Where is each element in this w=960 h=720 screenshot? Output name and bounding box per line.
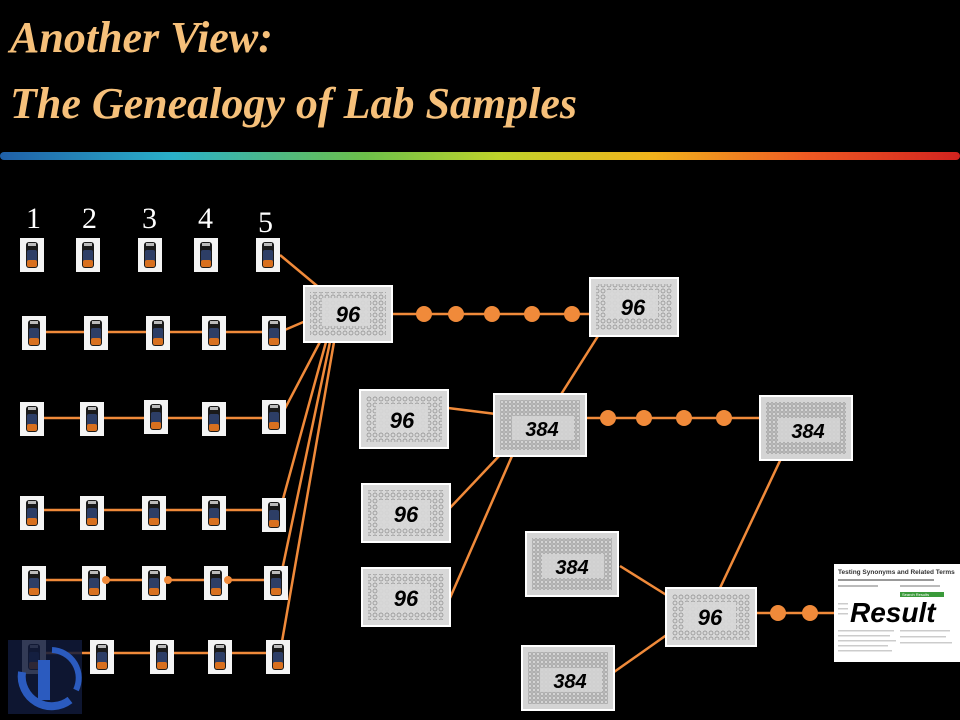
rainbow-divider [0, 152, 960, 160]
tube [80, 496, 104, 530]
tube [90, 640, 114, 674]
plate-96-b: 96 [589, 277, 679, 337]
tube [208, 640, 232, 674]
column-number-5: 5 [258, 206, 273, 239]
slide-title-line2: The Genealogy of Lab Samples [10, 79, 578, 128]
tube [142, 496, 166, 530]
tube [20, 402, 44, 436]
tube [202, 316, 226, 350]
plate-label: 96 [336, 302, 361, 327]
organization-logo [8, 640, 82, 714]
plate-384-d: 384 [521, 645, 615, 711]
result-doc-title: Testing Synonyms and Related Terms [838, 569, 955, 576]
tube [266, 640, 290, 674]
tube [202, 496, 226, 530]
tube [138, 238, 162, 272]
result-label: Result [850, 597, 937, 628]
plate-label: 96 [621, 295, 646, 320]
tube [262, 316, 286, 350]
plate-label: 384 [553, 671, 586, 693]
slide-title-line1: Another View: [10, 13, 273, 62]
tube [80, 402, 104, 436]
tube [76, 238, 100, 272]
connector-nodes [102, 306, 818, 621]
plate-label: 96 [390, 408, 415, 433]
tube [20, 238, 44, 272]
tube [264, 566, 288, 600]
tube [22, 566, 46, 600]
tube [256, 238, 280, 272]
result-doc-subtitle: Search Results [902, 592, 929, 597]
tube [20, 496, 44, 530]
plate-96-f: 96 [665, 587, 757, 647]
tube [262, 498, 286, 532]
plate-label: 96 [394, 586, 419, 611]
column-number-4: 4 [198, 202, 213, 235]
tube [150, 640, 174, 674]
plate-96-d: 96 [361, 483, 451, 543]
tube [262, 400, 286, 434]
tube [146, 316, 170, 350]
tube [144, 400, 168, 434]
result-document: Testing Synonyms and Related Terms Searc… [834, 564, 960, 662]
tube [142, 566, 166, 600]
column-number-1: 1 [26, 202, 41, 235]
tube [82, 566, 106, 600]
tube [84, 316, 108, 350]
tube [204, 566, 228, 600]
tube [22, 316, 46, 350]
plate-96-c: 96 [359, 389, 449, 449]
plate-384-c: 384 [525, 531, 619, 597]
plate-label: 96 [698, 605, 723, 630]
plate-96-a: 96 [303, 285, 393, 343]
plate-label: 384 [555, 557, 588, 579]
plate-96-e: 96 [361, 567, 451, 627]
plate-label: 384 [525, 419, 558, 441]
plate-label: 96 [394, 502, 419, 527]
column-number-3: 3 [142, 202, 157, 235]
tube [194, 238, 218, 272]
tube [202, 402, 226, 436]
plate-384-b: 384 [759, 395, 853, 461]
column-number-2: 2 [82, 202, 97, 235]
plate-label: 384 [791, 421, 824, 443]
sample-tubes [20, 238, 290, 674]
plate-384-a: 384 [493, 393, 587, 457]
